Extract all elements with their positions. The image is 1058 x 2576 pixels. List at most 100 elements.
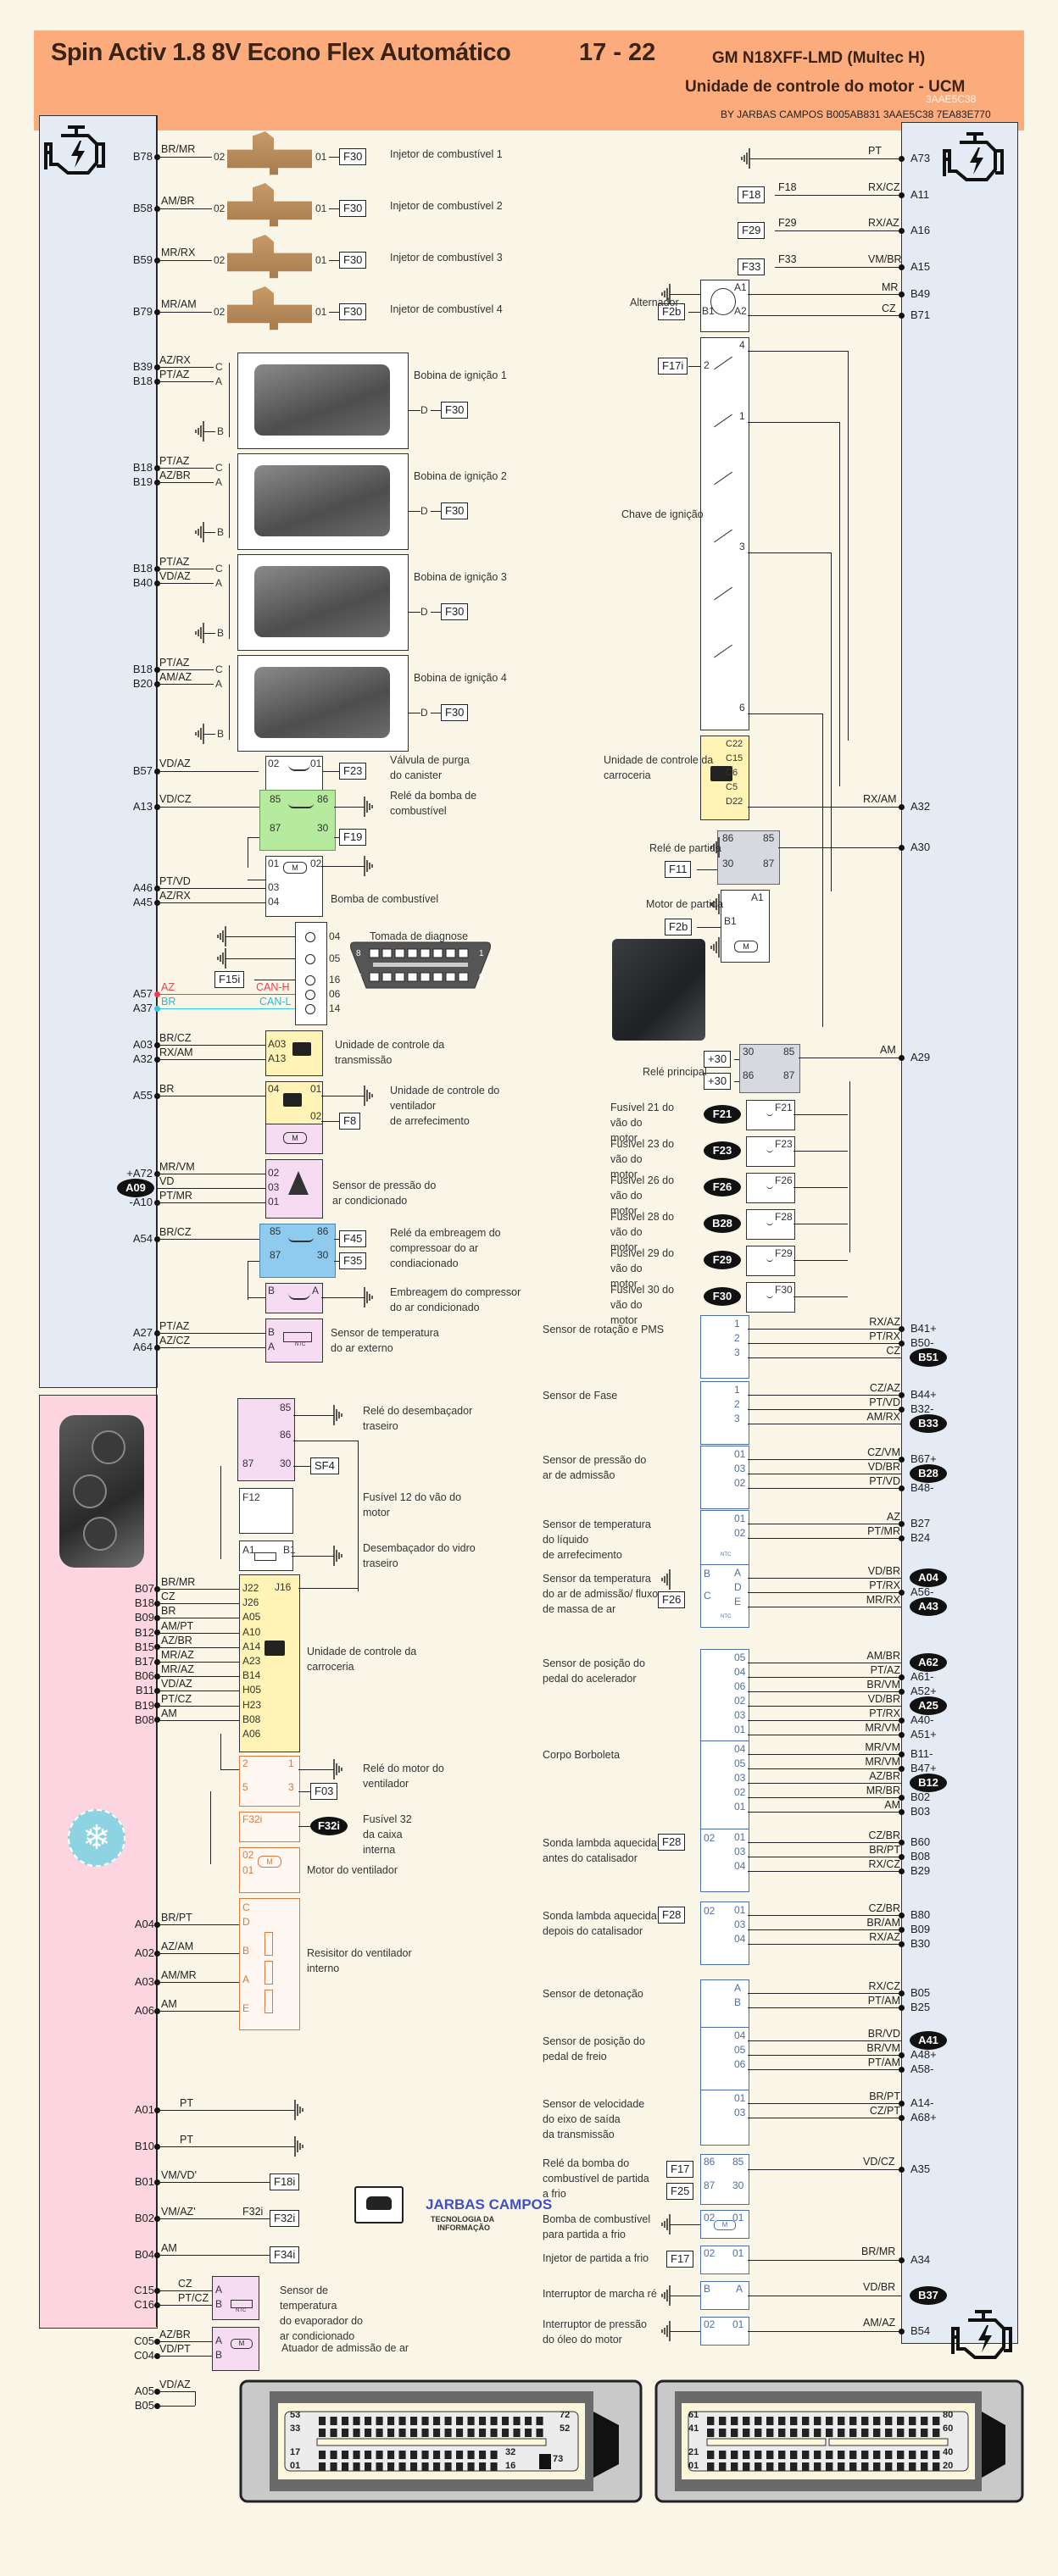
fuse-reference-box[interactable]: F11 [665, 861, 692, 878]
wire [298, 1826, 310, 1827]
solenoid-coil-icon [288, 763, 310, 771]
can-h-label: CAN-H [256, 981, 290, 993]
fuse-reference-box[interactable]: F19 [339, 829, 367, 846]
wire [748, 1395, 901, 1396]
wire [748, 2055, 901, 2056]
terminal-label: 16 [329, 974, 341, 985]
wire [734, 1059, 739, 1060]
wire [775, 230, 901, 231]
ecu-pin-label: A29 [910, 1051, 931, 1063]
fuse-reference-box[interactable]: F30 [441, 603, 469, 620]
connector-pin [861, 2462, 869, 2471]
terminal-label: 02 [704, 2318, 716, 2330]
wire-color-label: CZ [882, 303, 896, 314]
heating-element-icon [254, 1552, 276, 1561]
ecu-pin-label: A37 [132, 1002, 153, 1014]
fuse-reference-box[interactable]: F23 [339, 763, 367, 780]
fuse-reference-box[interactable]: F45 [339, 1230, 367, 1247]
wire-color-label: AZ/BR [869, 1770, 900, 1782]
climate-control-panel-image [59, 1415, 144, 1568]
fuse-reference-box[interactable]: F30 [339, 303, 367, 320]
fuse-reference-box[interactable]: F33 [738, 258, 766, 275]
pin-dot [898, 1688, 905, 1695]
fuse-reference-box[interactable]: F30 [339, 200, 367, 217]
fuse-reference-box[interactable]: F29 [738, 222, 766, 239]
fuse-reference-box[interactable]: F2b [658, 303, 686, 320]
wire-color-label: RX/AM [863, 793, 897, 805]
fuse-reference-box[interactable]: F30 [441, 502, 469, 519]
pin-badge: A43 [910, 1597, 947, 1616]
ecu-pin-label: A48+ [910, 2048, 937, 2061]
fuse-reference-box[interactable]: F17 [666, 2251, 694, 2268]
fuse-reference-box[interactable]: F35 [339, 1252, 367, 1269]
component-name cname-r: Sensor de velocidade do eixo de saída da… [543, 2098, 645, 2140]
fuse-reference-box[interactable]: F30 [339, 252, 367, 269]
obd-pin-number: 16 [353, 973, 363, 982]
fuse-reference-box[interactable]: +30 [704, 1073, 732, 1090]
ground-icon [364, 856, 373, 876]
terminal-label: H23 [242, 1698, 262, 1711]
terminal-label: J16 [275, 1581, 292, 1593]
fuse-reference-box[interactable]: F30 [339, 148, 367, 165]
component-name: Chave de ignição [621, 508, 704, 520]
fuse-reference-box[interactable]: F8 [339, 1113, 361, 1130]
fuse-reference-box[interactable]: F15i [214, 971, 245, 988]
connector-pin [387, 2451, 395, 2459]
terminal-label: 02 [214, 203, 226, 214]
connector-pin [873, 2417, 881, 2425]
ecu-pin-label: B03 [910, 1805, 931, 1818]
fuse-reference-box[interactable]: F25 [666, 2183, 694, 2200]
ecu-pin-label: A01 [134, 2103, 154, 2116]
fuse-reference-box[interactable]: SF4 [310, 1457, 339, 1474]
terminal-label: 3 [288, 1781, 294, 1793]
ignition-coil-image [254, 566, 390, 637]
ecu-pin-label: A35 [910, 2162, 931, 2175]
wire [203, 532, 215, 533]
wire [157, 1632, 239, 1634]
connector-pin [790, 2429, 798, 2437]
motor-icon: M [734, 941, 758, 952]
ecu-pin-label: B78 [132, 150, 153, 163]
wire [749, 158, 901, 159]
connector-pin [731, 2429, 738, 2437]
terminal-label: 30 [317, 822, 329, 834]
wire-color-label: PT/VD [869, 1396, 900, 1408]
terminal-label: 06 [329, 988, 341, 1000]
pin-badge: B12 [910, 1774, 947, 1792]
wire-color-label: VD/PT [159, 2343, 191, 2355]
fuse-reference-box[interactable]: F30 [441, 402, 469, 419]
watermark-code: 3AAE5C38 [926, 93, 977, 105]
fuse-reference-box[interactable]: F26 [658, 1591, 686, 1608]
fuse-reference-box[interactable]: F03 [310, 1783, 338, 1800]
connector-pin [376, 2462, 383, 2471]
wire-color-label: CZ/PT [869, 2105, 900, 2117]
wire [748, 1578, 901, 1579]
fuse-reference-box[interactable]: F30 [441, 704, 469, 721]
fuse-reference-box[interactable]: F2b [665, 919, 693, 935]
pin-dot [898, 1853, 905, 1860]
sensor-box [700, 1649, 749, 1756]
ic-chip-icon [710, 766, 732, 781]
wire-color-label: AM [161, 2242, 177, 2254]
fuse-reference-box[interactable]: F17 [666, 2161, 694, 2178]
wire [748, 2069, 901, 2070]
wire [229, 564, 230, 639]
wire-color-label: VD/AZ [159, 570, 191, 582]
fuse-reference-box[interactable]: F34i [270, 2246, 300, 2263]
fuse-reference-box[interactable]: F18 [738, 186, 766, 203]
connector-pin [873, 2429, 881, 2437]
connector-pin [353, 2462, 360, 2471]
connector-pin [838, 2417, 845, 2425]
fuse-reference-box[interactable]: F17i [658, 358, 688, 375]
terminal-label: 2 [704, 359, 710, 371]
fuse-reference-box[interactable]: F32i [270, 2210, 300, 2227]
fuse-reference-box[interactable]: +30 [704, 1051, 732, 1068]
connector-pin [330, 2429, 337, 2437]
fuse-reference-box[interactable]: F28 [658, 1907, 686, 1924]
terminal-label: 05 [329, 952, 341, 964]
fuse-reference-box[interactable]: F18i [270, 2174, 300, 2190]
fuse-reference-box[interactable]: F28 [658, 1834, 686, 1851]
component-name cname-r: Fusível 28 do vão do motor [610, 1211, 675, 1253]
ecu-pin-label: B19 [134, 1698, 154, 1712]
terminal-label: 04 [734, 1933, 746, 1945]
